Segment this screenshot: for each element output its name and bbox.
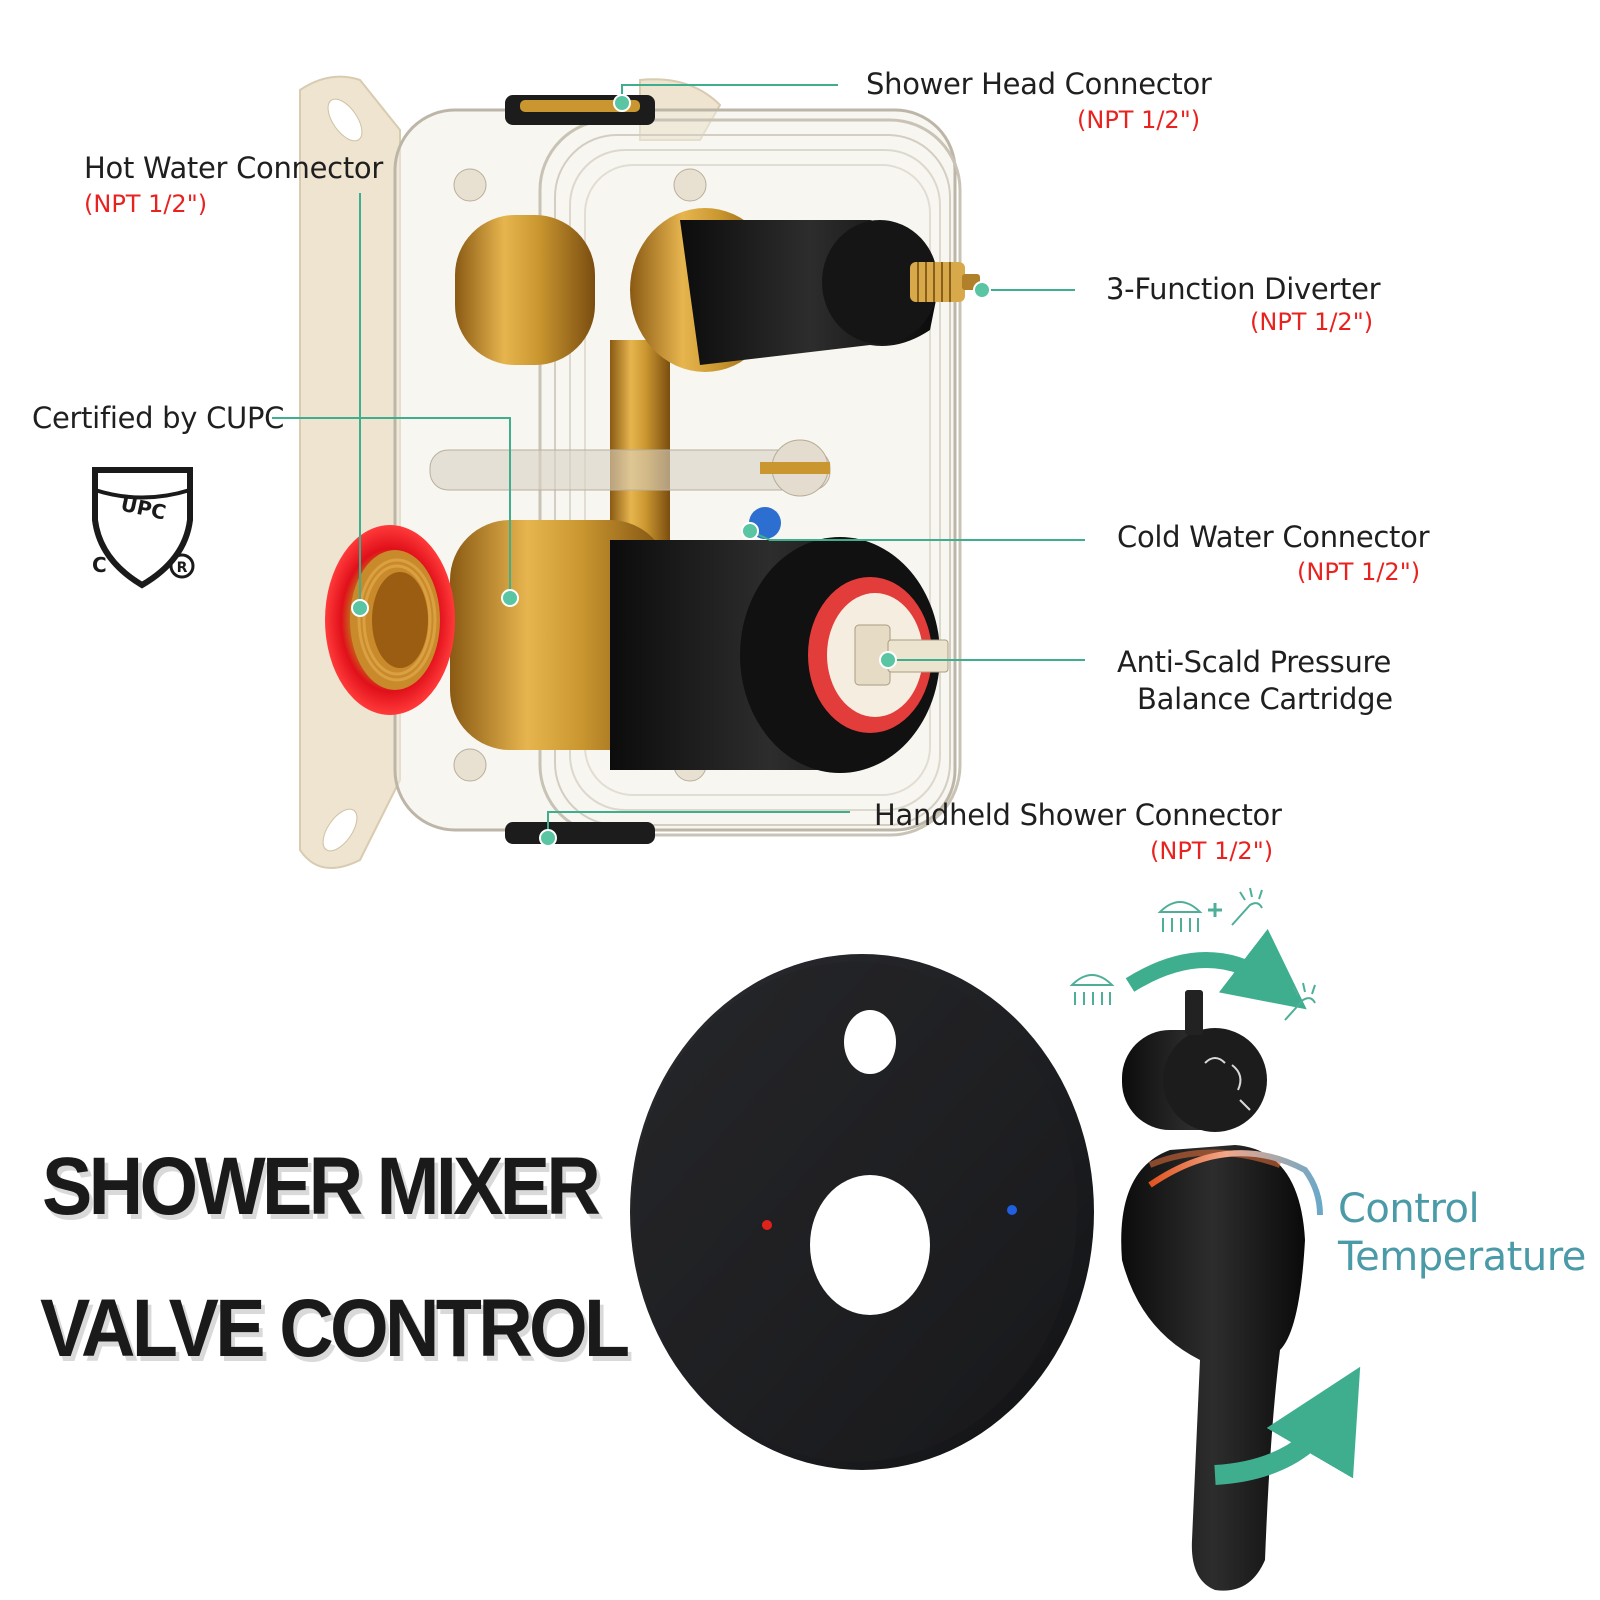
certified-leader	[272, 417, 511, 598]
shower-head-icon-combo	[1157, 901, 1203, 932]
lever-handle	[1121, 1145, 1305, 1591]
handheld-shower-icon	[1231, 887, 1263, 926]
cupc-logo-r: R	[177, 560, 188, 576]
control-label-line2: Temperature	[1338, 1234, 1586, 1280]
control-label-line1: Control	[1338, 1186, 1480, 1232]
handheld-shower-icon-right	[1284, 982, 1316, 1021]
handheld-label: Handheld Shower Connector	[874, 798, 1282, 832]
shower-head-spec: (NPT 1/2")	[1077, 106, 1201, 134]
diverter-knob	[1122, 990, 1267, 1132]
rotate-arrow-icon	[1214, 1366, 1361, 1485]
trim-plate	[630, 954, 1094, 1470]
shower-head-icon	[1069, 974, 1115, 1005]
diverter-spec: (NPT 1/2")	[1250, 308, 1374, 336]
diverter-rotate-arrow-icon	[1125, 928, 1307, 1010]
hot-water-label: Hot Water Connector	[84, 151, 383, 185]
cartridge-label-line1: Anti-Scald Pressure	[1117, 645, 1392, 679]
handheld-spec: (NPT 1/2")	[1150, 837, 1274, 865]
headline-line1: SHOWER MIXER	[42, 1141, 601, 1232]
cartridge-body	[610, 507, 949, 773]
cupc-logo-c: C	[92, 553, 107, 577]
diverter-stem	[630, 208, 980, 372]
cold-water-spec: (NPT 1/2")	[1297, 558, 1421, 586]
shower-head-label: Shower Head Connector	[866, 67, 1212, 101]
cartridge-label-line2: Balance Cartridge	[1137, 682, 1393, 716]
headline-line2: VALVE CONTROL	[40, 1283, 630, 1374]
diverter-label: 3-Function Diverter	[1106, 272, 1381, 306]
hot-water-port	[325, 525, 455, 715]
temperature-arc	[1148, 1150, 1323, 1216]
cupc-logo: UPC C R	[92, 467, 195, 589]
certified-label: Certified by CUPC	[32, 401, 285, 435]
plus-icon	[1208, 903, 1222, 917]
leader-dots	[351, 94, 991, 847]
hot-water-spec: (NPT 1/2")	[84, 190, 208, 218]
cold-water-label: Cold Water Connector	[1117, 520, 1430, 554]
